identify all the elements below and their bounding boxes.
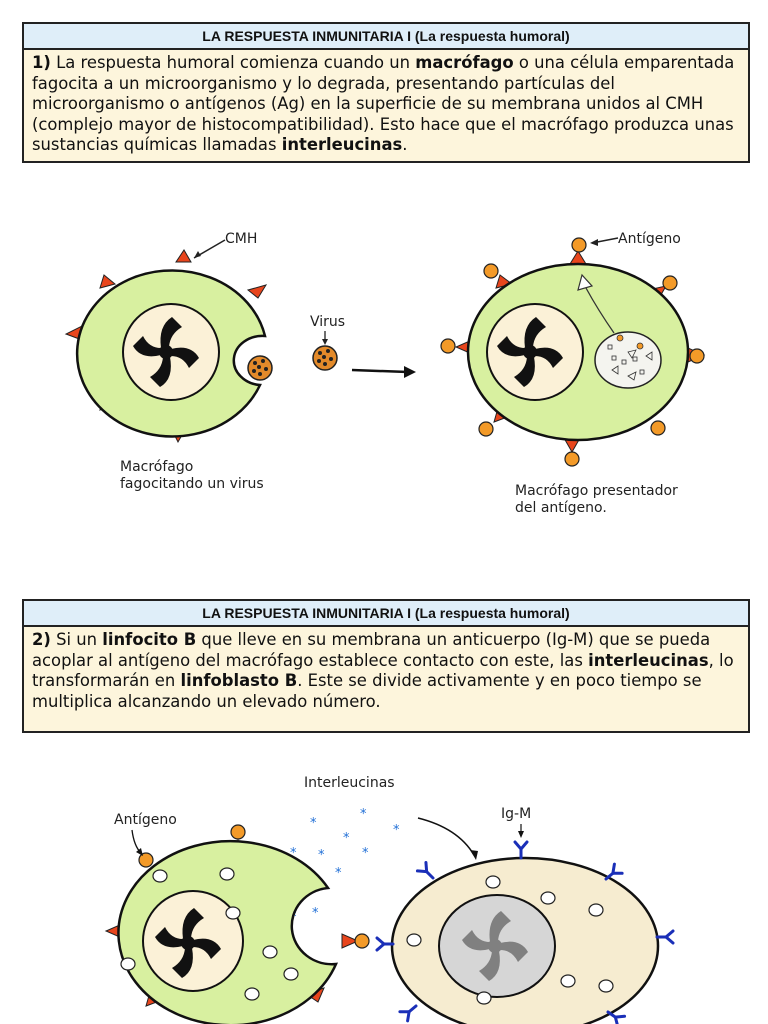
svg-text:*: *	[393, 823, 400, 838]
term-linfocito-b: linfocito B	[102, 630, 196, 649]
diagram-1-illustration	[0, 0, 768, 560]
vesicles	[407, 876, 613, 1004]
antigen	[355, 934, 369, 948]
antigen	[690, 349, 704, 363]
igm-label: Ig-M	[501, 806, 531, 823]
svg-text:*: *	[304, 875, 311, 890]
right-caption-line-1: Macrófago presentador	[515, 483, 678, 500]
info-panel-2: LA RESPUESTA INMUNITARIA I (La respuesta…	[22, 599, 750, 733]
svg-text:*: *	[267, 865, 274, 880]
cmh-marker	[100, 275, 115, 288]
svg-text:*: *	[360, 807, 367, 822]
igm-antibodies	[377, 842, 673, 1024]
antigen	[479, 422, 493, 436]
svg-text:*: *	[335, 866, 342, 881]
right-caption-line-2: del antígeno.	[515, 500, 607, 517]
svg-text:*: *	[279, 880, 286, 895]
term-interleucinas: interleucinas	[588, 651, 709, 670]
panel-2-text-part: Si un	[51, 630, 102, 649]
svg-text:*: *	[256, 882, 263, 897]
svg-text:*: *	[362, 846, 369, 861]
phagosome	[595, 332, 661, 388]
cmh-marker	[176, 250, 191, 262]
cmh-marker	[248, 285, 266, 298]
panel-2-header: LA RESPUESTA INMUNITARIA I (La respuesta…	[24, 601, 748, 627]
svg-text:*: *	[312, 906, 319, 921]
term-linfoblasto-b: linfoblasto B	[180, 671, 297, 690]
nucleus	[143, 891, 243, 991]
left-caption-line-1: Macrófago	[120, 459, 193, 476]
lymphocyte-cytoplasm	[392, 858, 658, 1024]
cmh-label: CMH	[225, 231, 257, 248]
macrophage-phagocytosing	[66, 240, 272, 442]
lymphocyte-b	[377, 842, 673, 1024]
antigen	[139, 853, 153, 867]
antigen	[231, 825, 245, 839]
panel-2-text: 2) Si un linfocito B que lleve en su mem…	[24, 627, 748, 716]
antigen-label: Antígeno	[618, 231, 681, 248]
left-caption-line-2: fagocitando un virus	[120, 476, 264, 493]
svg-text:*: *	[343, 831, 350, 846]
virus	[313, 331, 337, 370]
antigen	[663, 276, 677, 290]
svg-text:*: *	[318, 848, 325, 863]
antigen	[484, 264, 498, 278]
interleukin-molecules: *** *** *** *** *** **	[256, 807, 400, 929]
svg-text:*: *	[310, 816, 317, 831]
antigen	[565, 452, 579, 466]
transition-arrow	[352, 366, 416, 378]
antigen	[651, 421, 665, 435]
lymphocyte-nucleus	[439, 895, 555, 997]
vesicles	[121, 868, 298, 1000]
antigen-label-2: Antígeno	[114, 812, 177, 829]
virus-label: Virus	[310, 314, 345, 331]
svg-text:*: *	[290, 910, 297, 925]
macrophage-with-interleukins	[106, 825, 369, 1024]
panel-2-number: 2)	[32, 630, 51, 649]
macrophage-cytoplasm	[118, 841, 336, 1024]
svg-text:*: *	[270, 914, 277, 929]
interleukins-label: Interleucinas	[304, 775, 395, 792]
svg-text:*: *	[290, 846, 297, 861]
antigen	[441, 339, 455, 353]
engulfed-virus	[248, 356, 272, 380]
svg-text:*: *	[296, 890, 303, 905]
antigen-presenting-macrophage	[441, 238, 704, 466]
antigen	[572, 238, 586, 252]
svg-text:*: *	[272, 901, 279, 916]
